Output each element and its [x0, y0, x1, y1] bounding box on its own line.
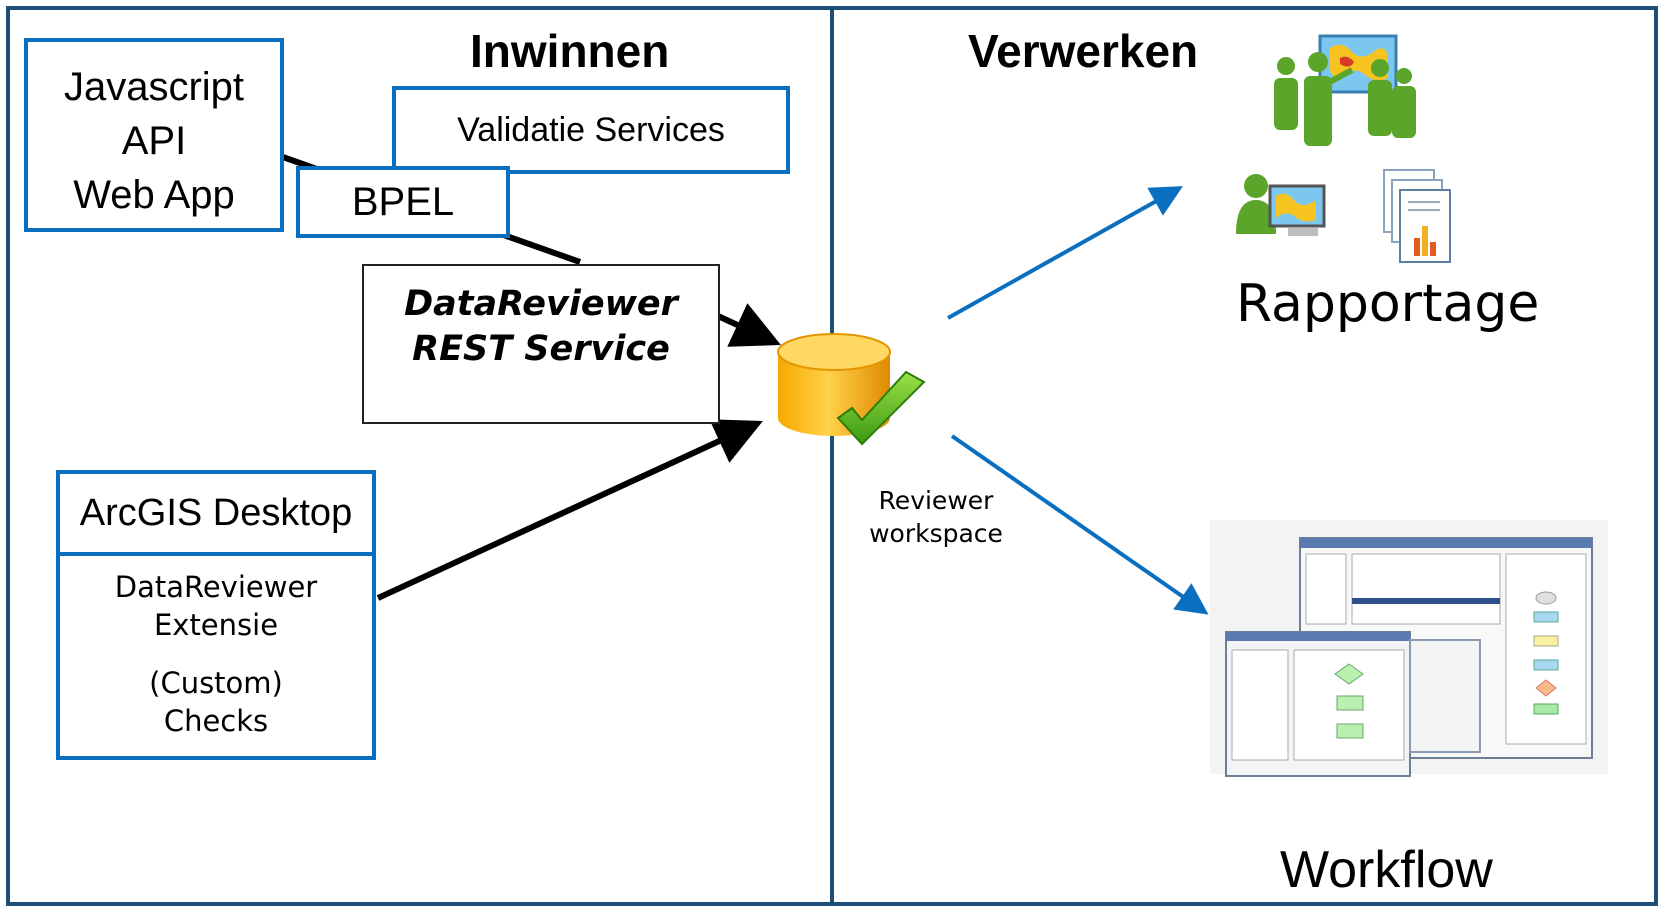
verwerken-title: Verwerken [968, 25, 1199, 77]
workspace-line-1: Reviewer [878, 486, 994, 515]
workspace-to-rapportage-arrow [947, 186, 1183, 320]
rapportage-label: Rapportage [1236, 274, 1540, 334]
arcgis-header: ArcGIS Desktop [60, 474, 372, 556]
report-chart-icon [1383, 169, 1451, 263]
bpel-label: BPEL [351, 180, 455, 224]
js-line-3: Web App [73, 173, 235, 217]
rest-service-box: DataReviewer REST Service [362, 264, 720, 424]
js-line-2: API [121, 119, 187, 163]
arcgis-line-1: DataReviewer [114, 570, 318, 604]
people-presentation-icon [1274, 34, 1416, 146]
workflow-label: Workflow [1280, 841, 1493, 899]
rest-to-workspace-arrow [716, 303, 781, 347]
arcgis-desktop-box: ArcGIS Desktop DataReviewer Extensie (Cu… [56, 470, 376, 760]
validatie-services-box: Validatie Services [392, 86, 790, 174]
arcgis-to-workspace-arrow [376, 419, 763, 601]
arcgis-line-2: Extensie [153, 608, 279, 642]
workspace-label: Reviewer workspace [852, 484, 1020, 550]
validatie-label: Validatie Services [457, 111, 725, 149]
rest-line-2: REST Service [412, 329, 670, 369]
workspace-to-workflow-arrow [950, 434, 1209, 615]
rest-line-1: DataReviewer [404, 284, 678, 324]
workspace-line-2: workspace [869, 519, 1003, 548]
javascript-api-box: Javascript API Web App [24, 38, 284, 232]
arcgis-line-4: Checks [163, 704, 269, 738]
arcgis-line-3: (Custom) [149, 666, 283, 700]
bpel-box: BPEL [296, 166, 510, 238]
inwinnen-title: Inwinnen [470, 25, 670, 77]
user-map-icon [1236, 174, 1326, 236]
js-line-1: Javascript [63, 65, 245, 109]
